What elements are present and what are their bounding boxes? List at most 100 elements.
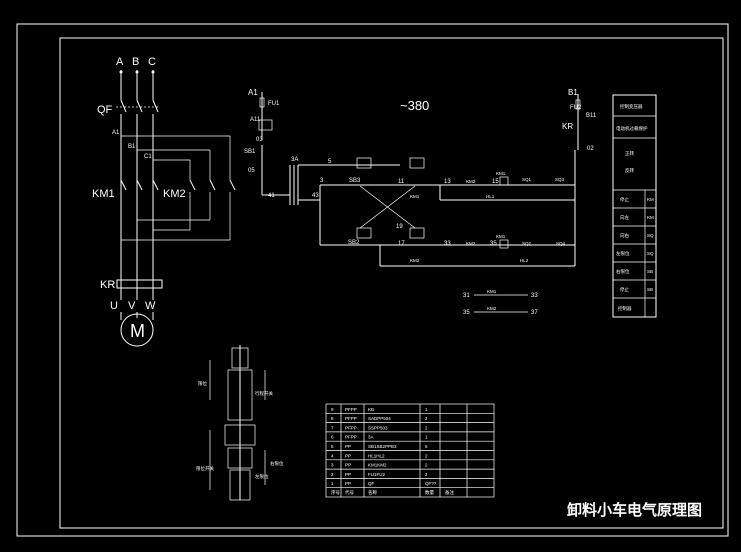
- bom-cell: PP: [345, 463, 351, 468]
- bom-cell: PP: [345, 453, 351, 458]
- legend-row-4: 停止: [620, 196, 629, 203]
- bom-cell: PP: [345, 472, 351, 477]
- bom-cell: 2: [425, 463, 428, 468]
- legend-code-1: KM: [647, 215, 654, 220]
- legend-row-10: 控制器: [618, 305, 632, 312]
- side-label-4: 右限位: [270, 460, 284, 467]
- bom-cell: PFPP: [345, 435, 357, 440]
- bom-header-cell: 数量: [425, 489, 434, 496]
- left-supply-label: A1: [248, 88, 258, 97]
- bom-cell: QF: [368, 481, 375, 486]
- sb3-label: SB3: [349, 178, 361, 184]
- fu1-label: FU1: [268, 101, 280, 107]
- power-circuit: A B C QF A1 B1 C1 KM1 KM2: [92, 56, 236, 347]
- km1-power-label: KM1: [92, 188, 115, 200]
- legend-row-2: 正转: [625, 150, 634, 157]
- sq3-label: SQ3: [555, 177, 565, 182]
- bom-header-cell: 名称: [368, 489, 377, 496]
- node-41-label: 41: [268, 193, 275, 199]
- bom-cell: 2: [425, 453, 428, 458]
- node-35-label: 35: [490, 241, 497, 247]
- aux-left-2: 35: [463, 310, 470, 316]
- outer-frame: [16, 23, 729, 537]
- phase-a-label: A: [116, 56, 124, 68]
- bom-cell: PFPP: [345, 416, 357, 421]
- kr-power-label: KR: [100, 279, 115, 291]
- aux-left-1: 31: [463, 293, 470, 299]
- transformer-rating: 3A: [291, 157, 298, 163]
- phase-b-label: B: [132, 56, 139, 68]
- inner-frame: [59, 37, 724, 529]
- bom-cell: FU1FU2: [368, 472, 385, 477]
- bom-cell: PP: [345, 444, 351, 449]
- b11-label: B11: [586, 113, 597, 119]
- terminal-v: V: [128, 300, 136, 312]
- bom-cell: 9: [331, 407, 334, 412]
- legend-row-3: 反转: [625, 167, 634, 174]
- bom-cell: SADPP504: [368, 416, 391, 421]
- motor-symbol: [120, 313, 154, 347]
- bom-cell: 6: [331, 435, 334, 440]
- bom-header-cell: 代号: [345, 489, 354, 496]
- sb2-label: SB2: [348, 240, 360, 246]
- side-label-0: 限位: [198, 380, 207, 387]
- bom-cell: PP: [345, 481, 351, 486]
- legend-row-7: 左限位: [616, 250, 630, 257]
- right-supply-label: B1: [568, 88, 578, 97]
- kr-control-label: KR: [562, 122, 573, 131]
- bom-cell: 2: [425, 425, 428, 430]
- sq1-label: SQ1: [522, 177, 532, 182]
- km-label-5: KM1: [496, 234, 506, 239]
- aux-right-1: 33: [531, 293, 538, 299]
- point-a1: A1: [112, 130, 120, 136]
- aux-label-2: KM2: [487, 306, 497, 311]
- sq4-label: SQ4: [556, 241, 566, 246]
- node-15-label: 15: [492, 179, 499, 185]
- side-label-2: 限位开关: [196, 465, 214, 472]
- node-33-label: 33: [444, 241, 451, 247]
- phase-c-label: C: [148, 56, 156, 68]
- legend-row-5: 向左: [620, 214, 629, 220]
- node-5-label: 5: [328, 159, 332, 165]
- point-b1: B1: [128, 144, 136, 150]
- node-13-label: 13: [444, 179, 451, 185]
- legend-row-0: 控制变压器: [620, 103, 643, 110]
- sq2-label: SQ2: [522, 241, 532, 246]
- drawing-title: 卸料小车电气原理图: [567, 501, 702, 519]
- point-c1: C1: [144, 154, 152, 160]
- legend-code-5: SB: [647, 287, 653, 292]
- bom-cell: SSPP503: [368, 425, 388, 430]
- km-label-2: KM1: [496, 171, 506, 176]
- legend-code-0: KM: [647, 197, 654, 202]
- legend-row-9: 停止: [620, 286, 629, 293]
- bom-cell: KM1KM2: [368, 463, 387, 468]
- legend-row-8: 右限位: [616, 268, 630, 275]
- km2-power-label: KM2: [163, 188, 186, 200]
- bom-header-cell: 备注: [445, 489, 454, 496]
- control-circuit: A1 FU1 A11 03 SB1 05 41 3A 5 43 3 ~380 S…: [244, 88, 597, 267]
- node-11-label: 11: [398, 179, 405, 185]
- bom-cell: PFPP: [345, 407, 357, 412]
- km-label-6: KM2: [410, 258, 420, 263]
- node-17-label: 17: [398, 241, 405, 247]
- a11-label: A11: [250, 117, 261, 123]
- bom-cell: 1: [331, 481, 334, 486]
- side-label-1: 行程开关: [255, 390, 273, 397]
- hl2-label: HL2: [520, 258, 529, 263]
- voltage-label: ~380: [400, 98, 429, 113]
- node-02-label: 02: [587, 146, 594, 152]
- aux-contacts: 31 KM1 33 35 KM2 37: [463, 289, 538, 316]
- node-19-label: 19: [396, 224, 403, 230]
- bom-cell: 5: [425, 444, 428, 449]
- hl1-label: HL1: [486, 194, 495, 199]
- terminal-w: W: [145, 300, 156, 312]
- km-label-3: KM1: [410, 194, 420, 199]
- aux-right-2: 37: [531, 310, 538, 316]
- fu2-label: FU2: [570, 105, 582, 111]
- bom-cell: 2: [425, 472, 428, 477]
- bom-cell: 2: [331, 472, 334, 477]
- node-3-label: 3: [320, 178, 324, 184]
